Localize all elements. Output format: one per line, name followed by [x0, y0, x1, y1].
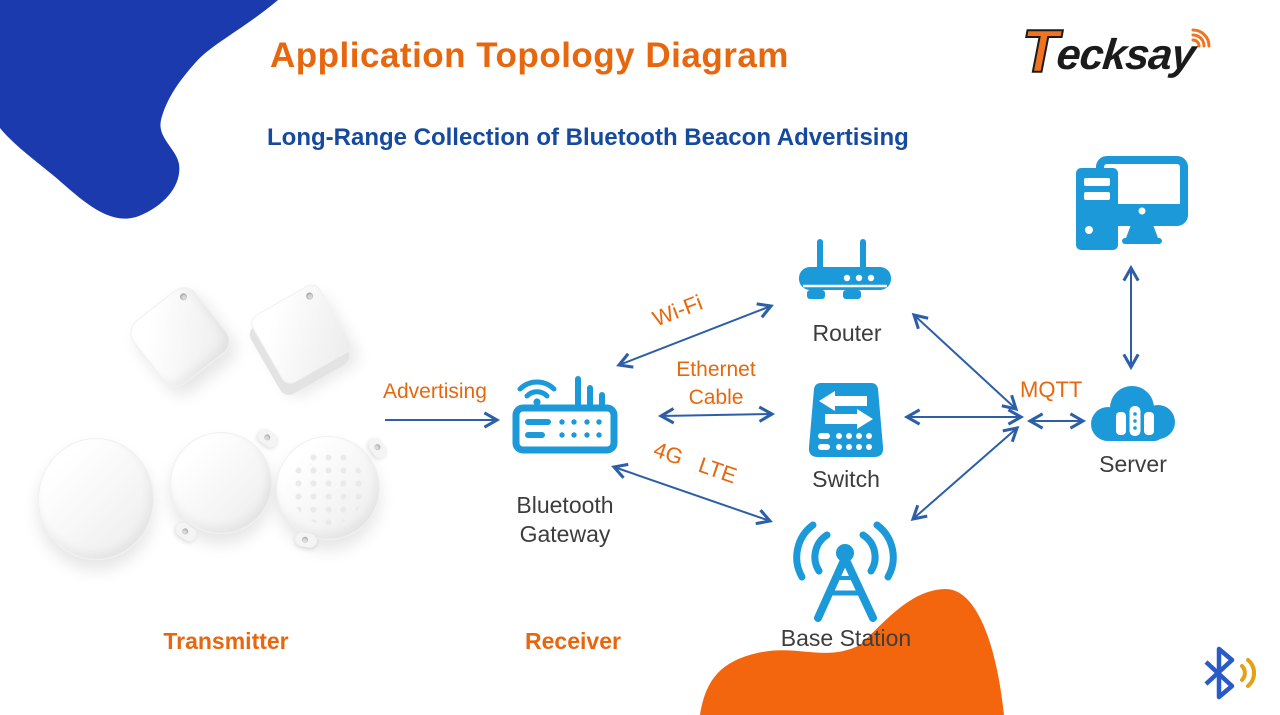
ethernet-label: Ethernet Cable [666, 356, 766, 412]
switch-icon [808, 383, 884, 457]
server-label: Server [1099, 451, 1167, 477]
beacon-puck-1 [38, 438, 154, 560]
arrow-router-broker [911, 312, 1019, 412]
router-label: Router [812, 320, 882, 346]
gateway-label: Bluetooth Gateway [505, 491, 625, 549]
advertising-label: Advertising [383, 380, 487, 403]
bluetooth-icon [1204, 646, 1256, 700]
logo-signal-icon [1191, 28, 1211, 48]
base-station-icon [793, 521, 897, 622]
gateway-label-line1: Bluetooth [516, 492, 614, 518]
receiver-label: Receiver [525, 628, 621, 654]
arrow-base-broker [910, 425, 1020, 522]
arrow-ethernet [657, 405, 776, 425]
orange-blob-decoration [700, 588, 1004, 715]
base-station-label: Base Station [780, 625, 912, 651]
ethernet-label-line2: Cable [688, 386, 744, 409]
tecksay-logo: T ecksay [1021, 18, 1214, 86]
arrow-wifi [616, 302, 774, 369]
mqtt-label: MQTT [1020, 377, 1083, 402]
beacon-puck-3 [276, 434, 391, 549]
gateway-label-line2: Gateway [519, 521, 611, 547]
beacon-puck-2 [170, 425, 282, 545]
logo-initial: T [1021, 18, 1060, 85]
transmitter-label: Transmitter [163, 628, 289, 654]
arrow-4g-lte [611, 462, 773, 526]
switch-label: Switch [812, 466, 880, 492]
page-title: Application Topology Diagram [270, 36, 789, 75]
blue-blob-decoration [0, 0, 278, 219]
page-subtitle: Long-Range Collection of Bluetooth Beaco… [267, 124, 909, 151]
honeycomb-texture [291, 451, 365, 525]
cloud-server-icon [1091, 386, 1175, 441]
router-icon [799, 239, 891, 299]
bluetooth-gateway-icon [512, 376, 618, 454]
ethernet-label-line1: Ethernet [676, 358, 756, 381]
computer-icon [1076, 156, 1188, 250]
